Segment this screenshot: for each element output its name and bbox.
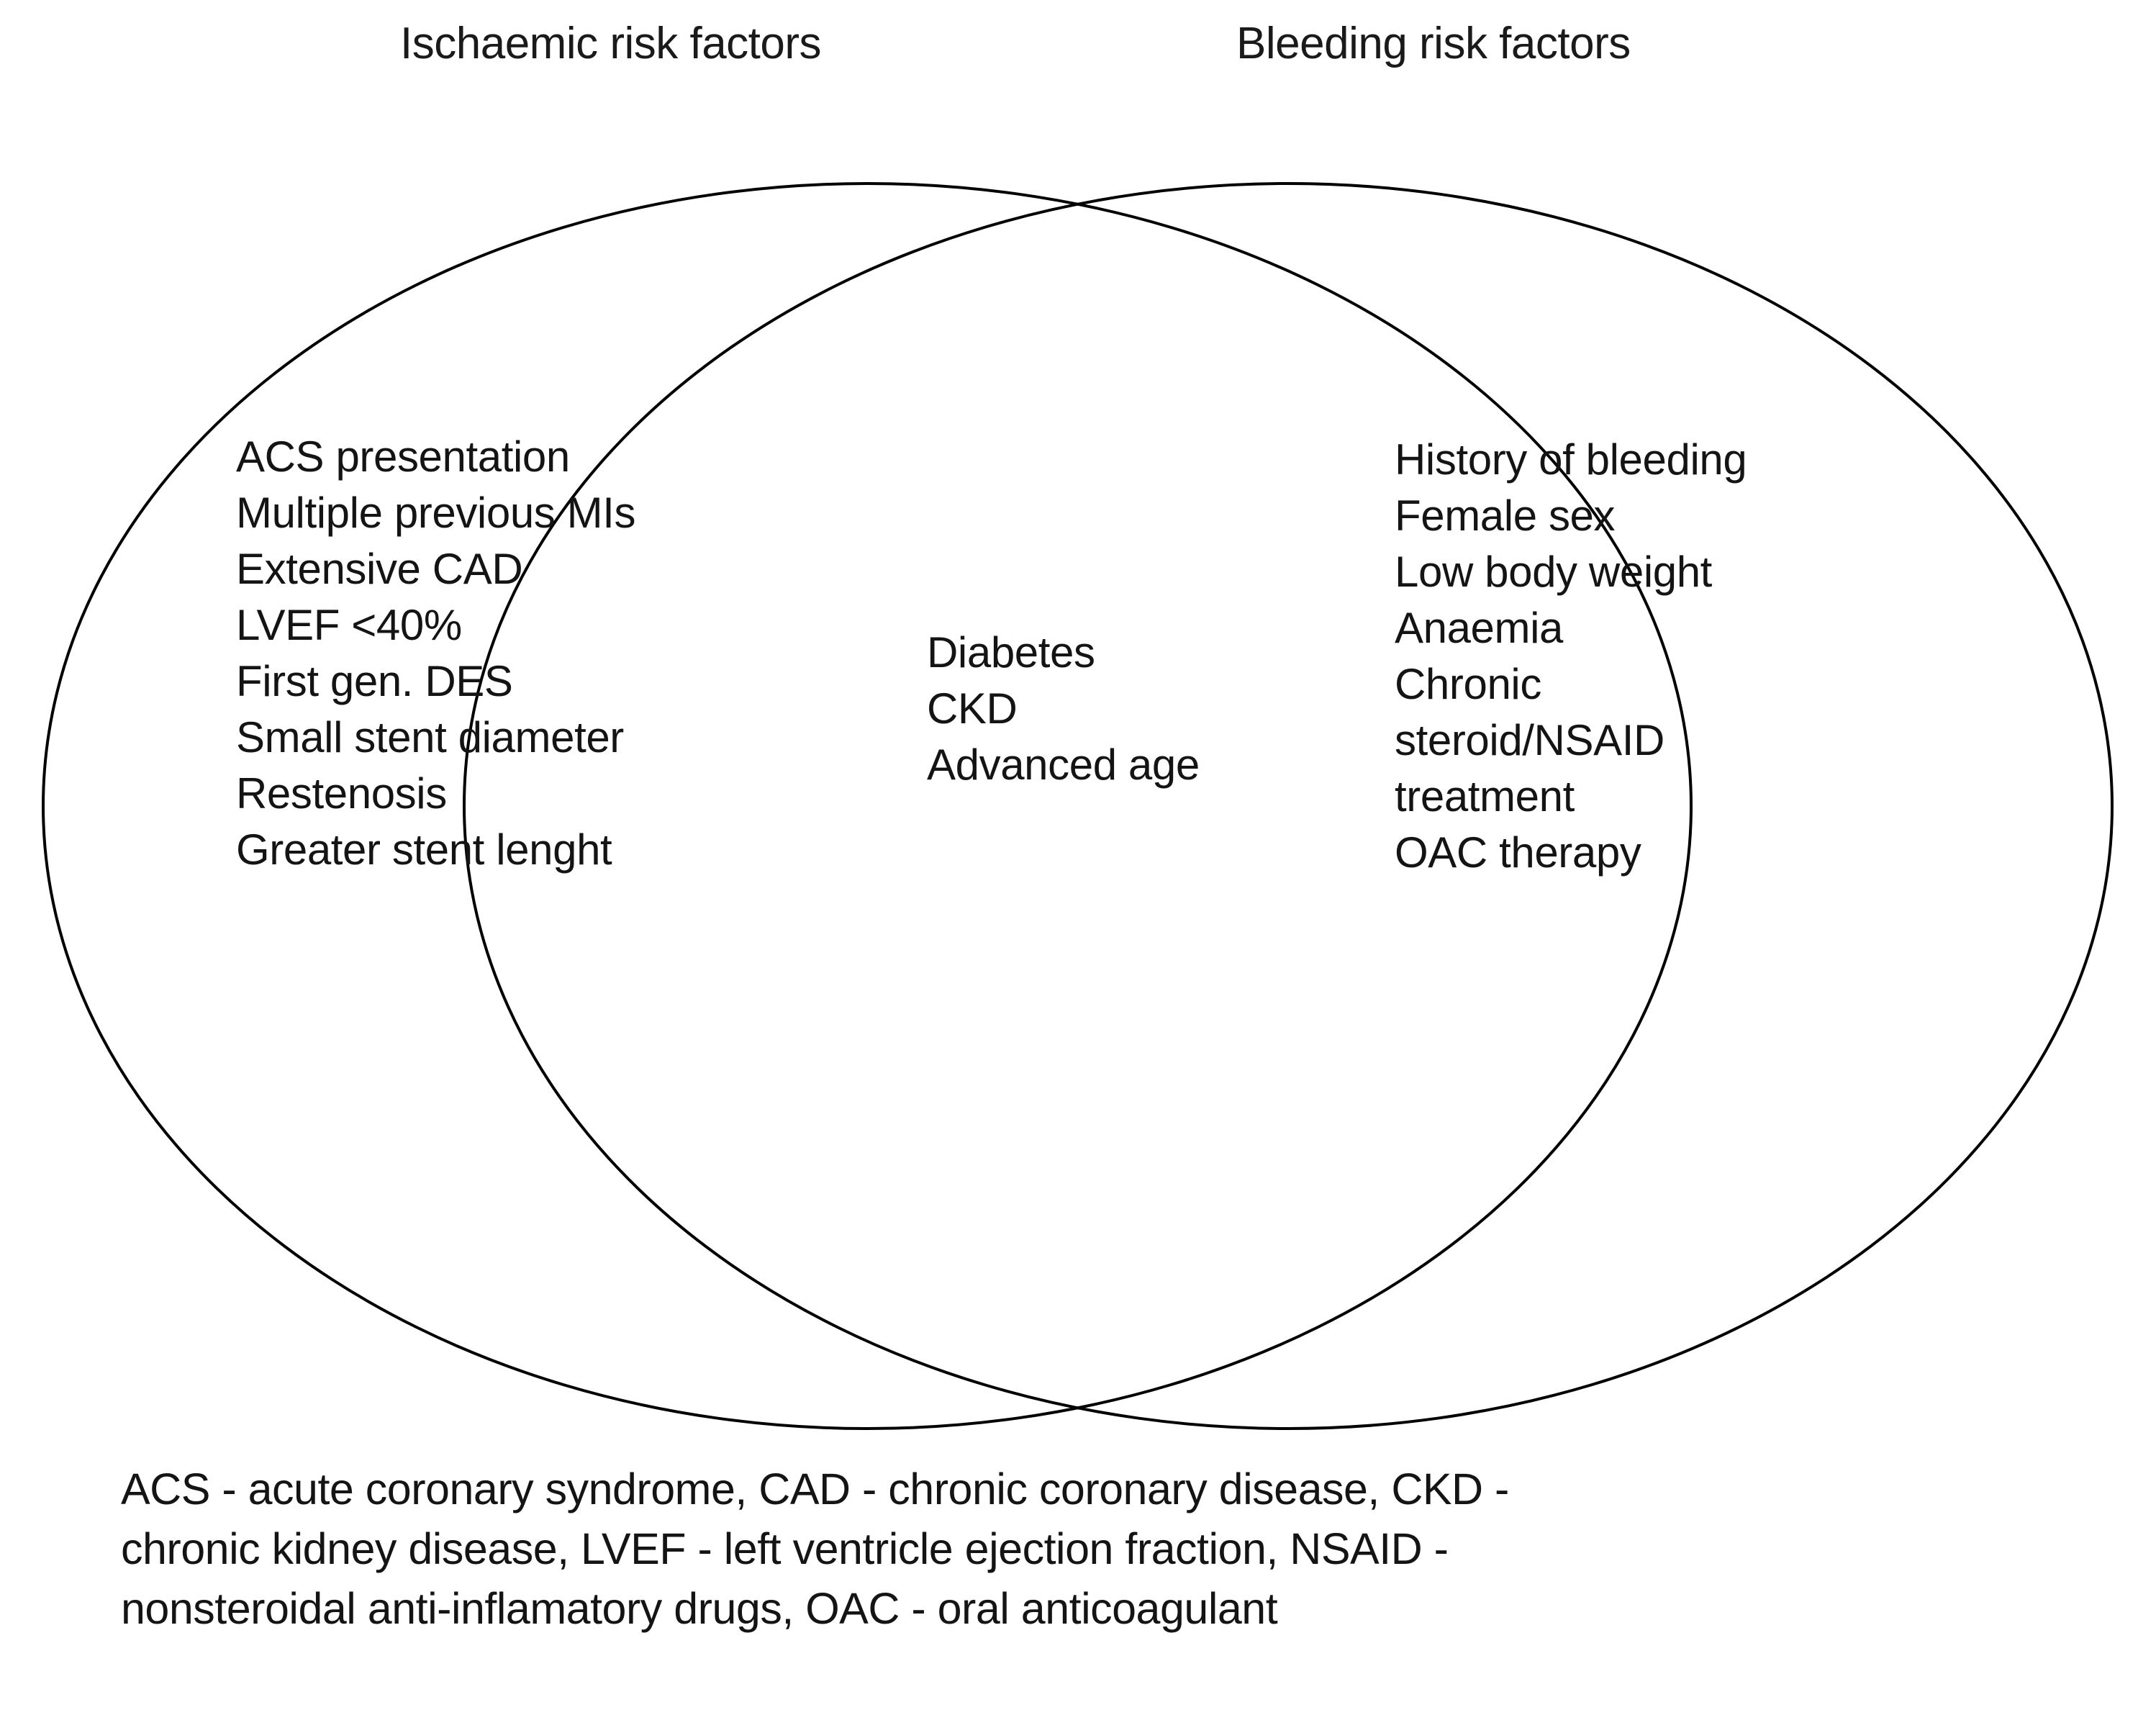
list-item: Female sex	[1395, 492, 1616, 540]
list-item: Multiple previous MIs	[236, 489, 636, 537]
list-shared-risk-factors: Diabetes CKD Advanced age	[927, 625, 1215, 793]
list-item: Low body weight	[1395, 548, 1712, 596]
list-item: Small stent diameter	[236, 713, 624, 761]
circle-ischaemic	[42, 182, 1693, 1430]
list-item: OAC therapy	[1395, 828, 1641, 877]
list-item: Diabetes	[927, 628, 1095, 677]
list-item: Advanced age	[927, 741, 1200, 789]
list-item: Extensive CAD	[236, 545, 523, 593]
list-item: LVEF <40%	[236, 601, 462, 649]
list-bleeding-risk-factors: History of bleeding Female sex Low body …	[1395, 432, 1747, 881]
abbreviation-footnote: ACS - acute coronary syndrome, CAD - chr…	[121, 1460, 2107, 1639]
list-item: Chronic	[1395, 660, 1541, 708]
list-ischaemic-risk-factors: ACS presentation Multiple previous MIs E…	[236, 429, 636, 878]
list-item: Restenosis	[236, 769, 447, 818]
list-item: Anaemia	[1395, 604, 1564, 652]
list-item: steroid/NSAID	[1395, 716, 1664, 764]
footnote-line: chronic kidney disease, LVEF - left vent…	[121, 1524, 1449, 1573]
footnote-line: nonsteroidal anti-inflamatory drugs, OAC…	[121, 1583, 1278, 1633]
heading-bleeding-risk-factors: Bleeding risk factors	[1236, 19, 1631, 68]
list-item: History of bleeding	[1395, 435, 1747, 484]
footnote-line: ACS - acute coronary syndrome, CAD - chr…	[121, 1465, 1509, 1513]
list-item: treatment	[1395, 772, 1575, 820]
list-item: First gen. DES	[236, 657, 513, 705]
list-item: CKD	[927, 684, 1018, 733]
heading-ischaemic-risk-factors: Ischaemic risk factors	[400, 19, 822, 68]
list-item: Greater stent lenght	[236, 825, 612, 874]
circle-bleeding	[463, 182, 2114, 1430]
list-item: ACS presentation	[236, 433, 570, 481]
